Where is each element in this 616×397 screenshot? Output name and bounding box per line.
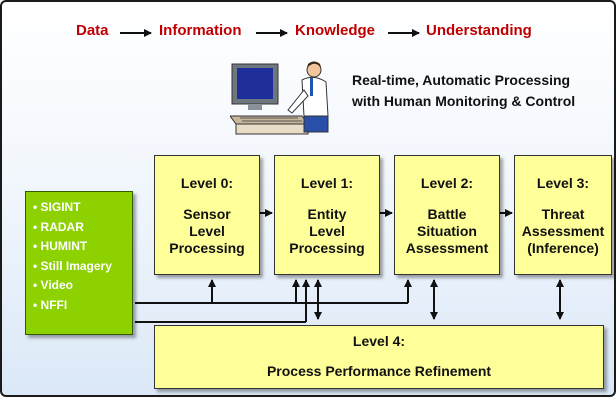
level-3-description: Threat Assessment (Inference) <box>521 206 605 256</box>
level-2-title: Level 2: <box>420 175 474 191</box>
level-3-title: Level 3: <box>536 175 590 191</box>
level-4-title: Level 4: <box>352 333 406 349</box>
level-4-description: Process Performance Refinement <box>266 363 492 379</box>
source-video: • Video <box>33 278 73 292</box>
level-4-box: Level 4: Process Performance Refinement <box>154 325 604 389</box>
flow-step-data: Data <box>76 22 109 39</box>
source-sigint: • SIGINT <box>33 200 81 214</box>
level-2-box: Level 2: Battle Situation Assessment <box>394 155 500 275</box>
processing-description: Real-time, Automatic Processing with Hum… <box>352 70 575 112</box>
level-2-description: Battle Situation Assessment <box>405 206 489 256</box>
level-1-title: Level 1: <box>300 175 354 191</box>
source-still-imagery: • Still Imagery <box>33 258 112 273</box>
flow-step-information: Information <box>159 22 242 39</box>
source-radar: • RADAR <box>33 219 84 234</box>
level-3-box: Level 3: Threat Assessment (Inference) <box>514 155 612 275</box>
operator-at-computer-icon <box>230 61 329 135</box>
level-1-description: Entity Level Processing <box>289 206 365 256</box>
processing-description-line2: with Human Monitoring & Control <box>352 93 576 109</box>
level-1-box: Level 1: Entity Level Processing <box>274 155 380 275</box>
flow-step-understanding: Understanding <box>426 22 532 39</box>
source-nffi: • NFFI <box>33 297 68 312</box>
data-sources-box: • SIGINT • RADAR • HUMINT • Still Imager… <box>25 191 133 335</box>
source-humint: • HUMINT <box>33 239 88 253</box>
level-0-box: Level 0: Sensor Level Processing <box>154 155 260 275</box>
flow-step-knowledge: Knowledge <box>295 22 376 39</box>
level-0-description: Sensor Level Processing <box>169 206 245 256</box>
data-flow-header: Data Information Knowledge Understanding <box>2 22 614 46</box>
processing-description-line1: Real-time, Automatic Processing <box>352 72 571 88</box>
level-0-title: Level 0: <box>180 175 234 191</box>
